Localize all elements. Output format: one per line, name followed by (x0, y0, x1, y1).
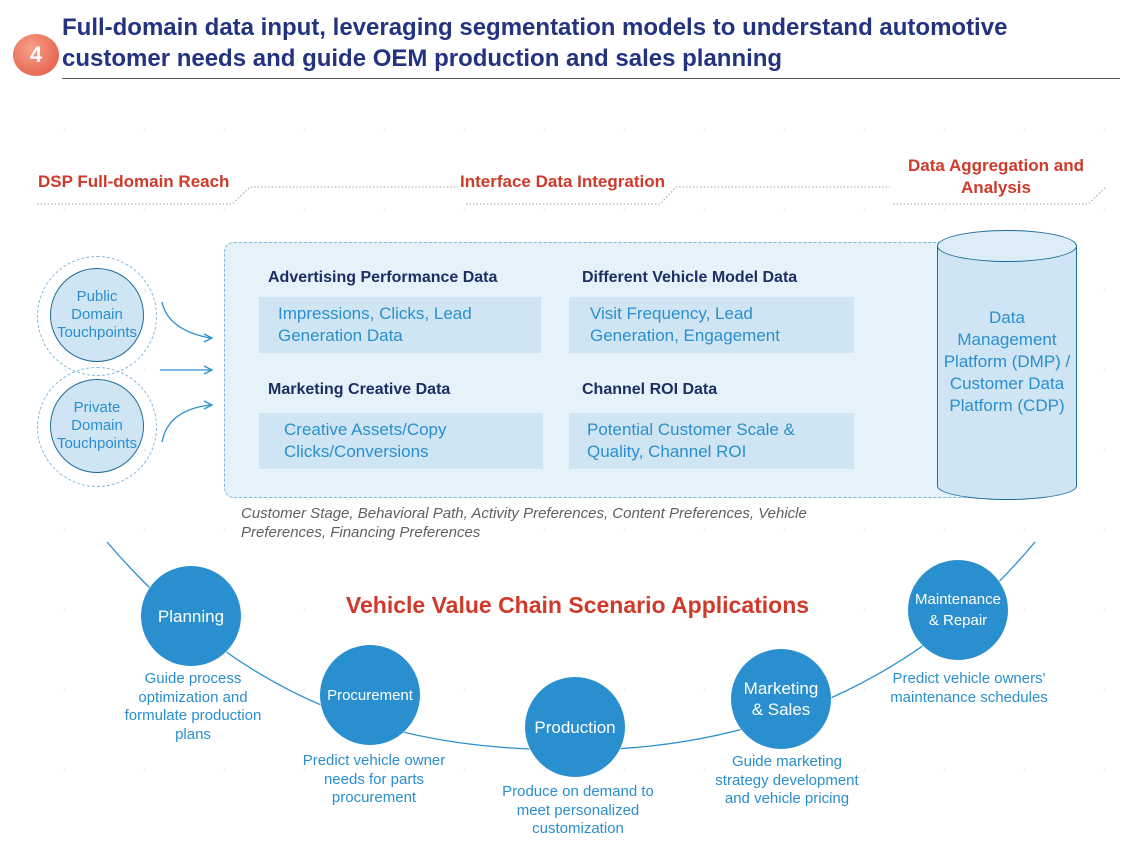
platform-cylinder-top (937, 230, 1077, 262)
title-divider (62, 78, 1120, 79)
private-touchpoint-label: Private Domain Touchpoints (56, 399, 138, 452)
category-title-marketing-creative: Marketing Creative Data (268, 381, 451, 398)
stage-description-production: Produce on demand to meet personalized c… (502, 783, 654, 837)
category-content-vehicle-model: Visit Frequency, Lead Generation, Engage… (590, 304, 780, 345)
step-number-badge: 4 (13, 34, 59, 76)
platform-label: Data Management Platform (DMP) / Custome… (943, 308, 1071, 415)
platform-cylinder-body (937, 246, 1077, 500)
stage-planning: Planning (141, 566, 241, 666)
stage-name-production: Production (534, 717, 616, 737)
stage-marketing-sales: Marketing & Sales (731, 649, 831, 749)
category-title-advertising: Advertising Performance Data (268, 269, 498, 286)
public-touchpoint-node: Public Domain Touchpoints (50, 268, 144, 362)
private-touchpoint-node: Private Domain Touchpoints (50, 379, 144, 473)
stage-name-maintenance-repair: Maintenance & Repair (915, 591, 1001, 629)
stage-description-marketing-sales: Guide marketing strategy development and… (715, 753, 859, 807)
stage-name-planning: Planning (157, 606, 225, 626)
section-label-interface: Interface Data Integration (460, 172, 665, 191)
stage-name-procurement: Procurement (327, 686, 413, 704)
stage-description-maintenance-repair: Predict vehicle owners' maintenance sche… (890, 670, 1048, 706)
category-content-advertising: Impressions, Clicks, Lead Generation Dat… (278, 304, 472, 345)
stage-production: Production (525, 677, 625, 777)
section-label-dsp: DSP Full-domain Reach (38, 172, 230, 191)
category-content-channel-roi: Potential Customer Scale & Quality, Chan… (587, 420, 795, 461)
preferences-note: Customer Stage, Behavioral Path, Activit… (241, 505, 807, 541)
value-chain-title: Vehicle Value Chain Scenario Application… (345, 592, 810, 618)
category-box-vehicle-model: Visit Frequency, Lead Generation, Engage… (569, 297, 854, 353)
private-touchpoint-ring (37, 367, 157, 487)
section-label-aggregation: Data Aggregation and Analysis (908, 156, 1084, 197)
category-box-channel-roi: Potential Customer Scale & Quality, Chan… (569, 413, 854, 469)
category-content-marketing-creative: Creative Assets/Copy Clicks/Conversions (284, 420, 447, 461)
category-title-vehicle-model: Different Vehicle Model Data (582, 269, 798, 286)
stage-name-marketing-sales: Marketing & Sales (743, 679, 819, 719)
category-title-channel-roi: Channel ROI Data (582, 381, 718, 398)
category-box-advertising: Impressions, Clicks, Lead Generation Dat… (259, 297, 541, 353)
page-title: Full-domain data input, leveraging segme… (62, 14, 1008, 72)
stage-description-planning: Guide process optimization and formulate… (124, 670, 262, 743)
stage-maintenance-repair: Maintenance & Repair (908, 560, 1008, 660)
stage-procurement: Procurement (320, 645, 420, 745)
category-box-marketing-creative: Creative Assets/Copy Clicks/Conversions (259, 413, 543, 469)
stage-description-procurement: Predict vehicle owner needs for parts pr… (302, 752, 446, 806)
public-touchpoint-label: Public Domain Touchpoints (56, 288, 138, 341)
